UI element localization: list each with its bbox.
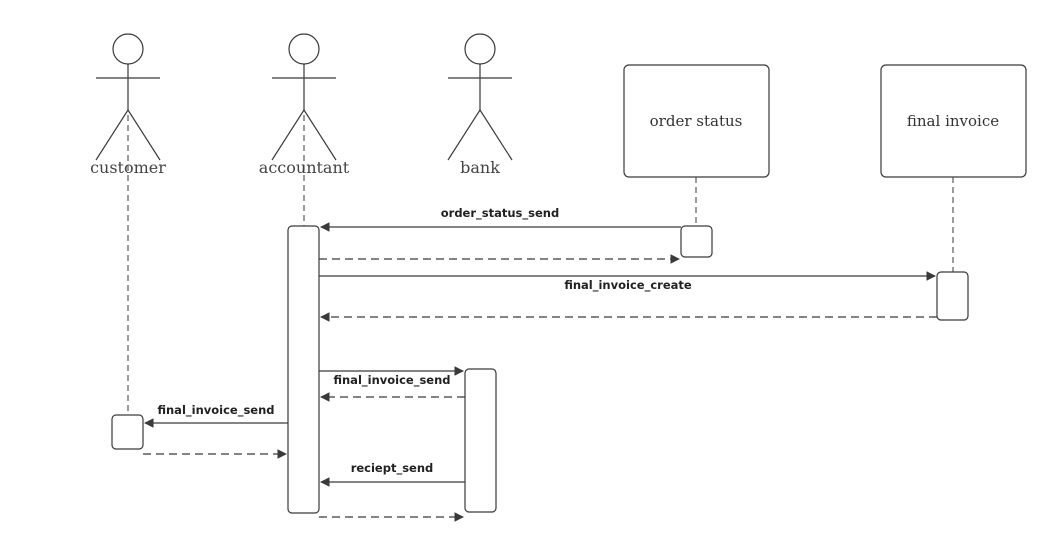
object-final-invoice: final invoice xyxy=(880,64,1027,178)
actor-bank: bank xyxy=(447,33,513,177)
activation-order-status xyxy=(680,225,713,258)
actor-bank-head xyxy=(464,33,496,65)
message-final-invoice-send-bank-label: final_invoice_send xyxy=(333,373,450,388)
object-order-status: order status xyxy=(623,64,770,178)
message-final-invoice-create-label: final_invoice_create xyxy=(564,278,692,293)
actor-customer-head xyxy=(112,33,144,65)
message-order-status-send-label: order_status_send xyxy=(441,206,559,221)
object-final-invoice-label: final invoice xyxy=(907,112,999,130)
activation-customer xyxy=(111,414,144,450)
actor-accountant-head xyxy=(288,33,320,65)
activation-bank xyxy=(464,368,497,513)
actor-bank-label: bank xyxy=(460,158,500,177)
object-order-status-label: order status xyxy=(650,112,743,130)
activation-final-invoice xyxy=(936,271,969,321)
activation-accountant xyxy=(287,225,320,514)
message-reciept-send-label: reciept_send xyxy=(351,461,434,476)
message-final-invoice-send-customer-label: final_invoice_send xyxy=(157,403,274,418)
